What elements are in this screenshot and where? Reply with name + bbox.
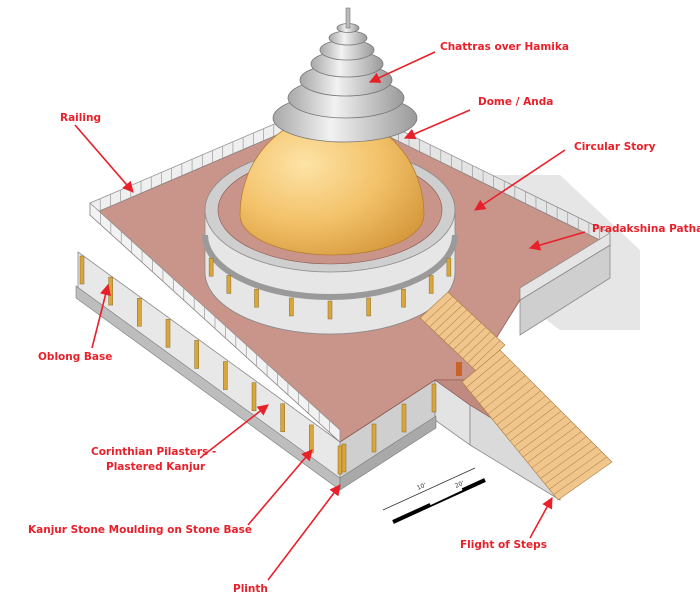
label-moulding: Kanjur Stone Moulding on Stone Base <box>28 524 252 536</box>
arrow-chattras <box>368 51 436 83</box>
arrow-pradakshina <box>528 231 586 251</box>
label-pilasters-1: Corinthian Pilasters - <box>91 446 216 458</box>
arrow-dome <box>403 109 471 140</box>
annotation-arrows <box>74 51 586 581</box>
arrow-circular-story <box>474 149 566 211</box>
drum-pilasters <box>208 257 452 320</box>
upper-step-treads <box>424 296 501 368</box>
label-pradakshina: Pradakshina Patha <box>592 223 700 235</box>
chattras <box>272 7 418 143</box>
label-flight: Flight of Steps <box>460 539 547 551</box>
label-plinth: Plinth <box>233 583 268 595</box>
label-oblong-base: Oblong Base <box>38 351 112 363</box>
circular-story-railing <box>202 234 458 300</box>
label-chattras: Chattras over Hamika <box>440 41 569 53</box>
label-circular-story: Circular Story <box>574 141 656 153</box>
scale-bar: 10' 20' <box>382 467 486 524</box>
label-pilasters-2: Plastered Kanjur <box>106 461 206 473</box>
arrow-oblong-base <box>91 283 111 349</box>
scale-label-left: 10' <box>416 482 428 492</box>
arrow-flight <box>529 497 553 539</box>
arrow-moulding <box>247 449 313 526</box>
arrow-pilasters <box>199 404 269 459</box>
label-railing: Railing <box>60 112 101 124</box>
arrow-plinth <box>267 484 341 581</box>
human-figure <box>456 362 462 376</box>
label-dome: Dome / Anda <box>478 96 553 108</box>
scale-label-right: 20' <box>454 480 466 490</box>
lower-step-treads <box>466 354 608 495</box>
arrow-railing <box>74 124 134 193</box>
